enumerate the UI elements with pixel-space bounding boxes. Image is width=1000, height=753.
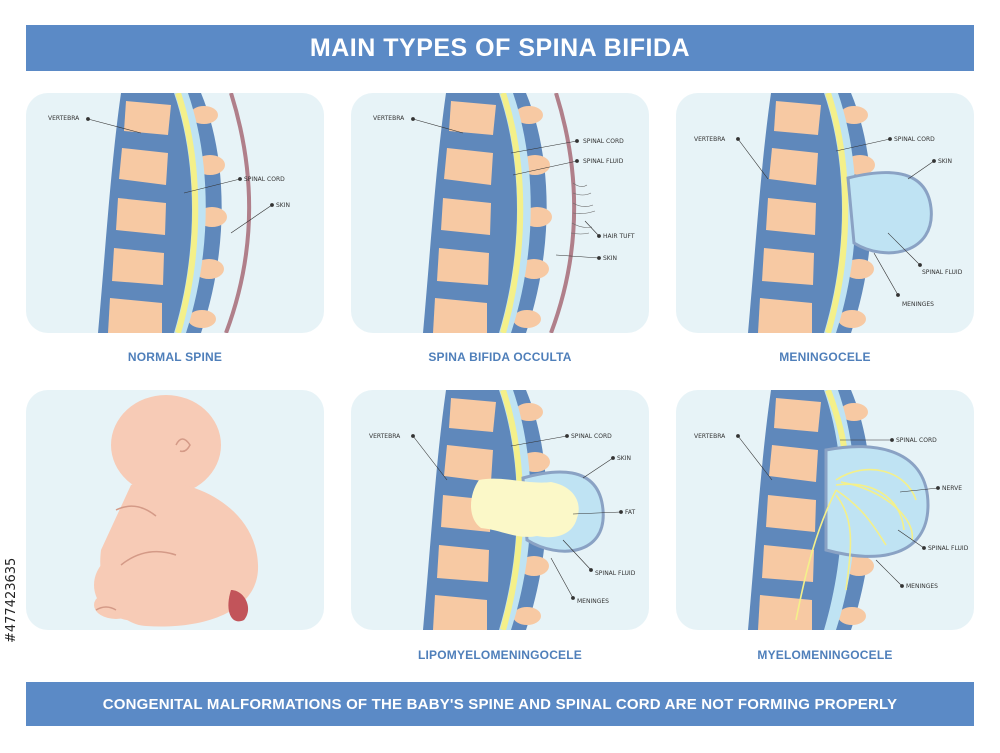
panel-baby — [26, 390, 324, 630]
label-meninges: MENINGES — [577, 598, 609, 605]
caption-spina-bifida-occulta: SPINA BIFIDA OCCULTA — [428, 350, 572, 364]
label-vertebra: VERTEBRA — [694, 433, 726, 440]
panel-spina-bifida-occulta: VERTEBRA SPINAL CORD SPINAL FLUID HAIR T… — [351, 93, 649, 333]
label-vertebra: VERTEBRA — [48, 115, 80, 122]
panel-myelomeningocele: VERTEBRA SPINAL CORD NERVE SPINAL FLUID … — [676, 390, 974, 630]
label-skin: SKIN — [603, 255, 618, 262]
label-spinal-fluid: SPINAL FLUID — [928, 545, 969, 552]
page-title: MAIN TYPES OF SPINA BIFIDA — [309, 33, 691, 62]
panel-normal-spine: VERTEBRA SPINAL CORD SKIN — [26, 93, 324, 333]
caption-lipomyelomeningocele: LIPOMYELOMENINGOCELE — [417, 648, 582, 662]
label-spinal-cord: SPINAL CORD — [571, 433, 612, 440]
label-spinal-fluid: SPINAL FLUID — [922, 269, 963, 276]
footer-text: CONGENITAL MALFORMATIONS OF THE BABY'S S… — [102, 695, 898, 713]
label-spinal-fluid: SPINAL FLUID — [595, 570, 636, 577]
meningocele-illustration — [736, 93, 936, 333]
title-banner: MAIN TYPES OF SPINA BIFIDA — [26, 25, 974, 71]
myelomeningocele-illustration — [736, 390, 940, 630]
baby-illustration — [94, 395, 259, 627]
label-skin: SKIN — [938, 158, 953, 165]
panel-meningocele: VERTEBRA SPINAL CORD SKIN SPINAL FLUID M… — [676, 93, 974, 333]
label-spinal-cord: SPINAL CORD — [896, 437, 937, 444]
label-skin: SKIN — [617, 455, 632, 462]
label-hair-tuft: HAIR TUFT — [603, 233, 635, 240]
normal-spine-illustration — [86, 93, 274, 333]
occulta-illustration — [411, 93, 601, 333]
label-spinal-cord: SPINAL CORD — [894, 136, 935, 143]
label-fat: FAT — [625, 509, 636, 516]
label-spinal-fluid: SPINAL FLUID — [583, 158, 624, 165]
label-nerve: NERVE — [942, 485, 963, 492]
label-vertebra: VERTEBRA — [373, 115, 405, 122]
stock-id: #477423635 — [4, 557, 19, 643]
label-vertebra: VERTEBRA — [369, 433, 401, 440]
caption-meningocele: MENINGOCELE — [779, 350, 871, 364]
caption-myelomeningocele: MYELOMENINGOCELE — [757, 648, 893, 662]
label-meninges: MENINGES — [902, 301, 934, 308]
footer-banner: CONGENITAL MALFORMATIONS OF THE BABY'S S… — [26, 682, 974, 726]
panel-lipomyelomeningocele: VERTEBRA SPINAL CORD SKIN FAT SPINAL FLU… — [351, 390, 649, 630]
lipomyelomeningocele-illustration — [411, 390, 623, 630]
label-spinal-cord: SPINAL CORD — [583, 138, 624, 145]
label-skin: SKIN — [276, 202, 291, 209]
label-meninges: MENINGES — [906, 583, 938, 590]
caption-normal-spine: NORMAL SPINE — [127, 350, 223, 364]
label-spinal-cord: SPINAL CORD — [244, 176, 285, 183]
label-vertebra: VERTEBRA — [694, 136, 726, 143]
